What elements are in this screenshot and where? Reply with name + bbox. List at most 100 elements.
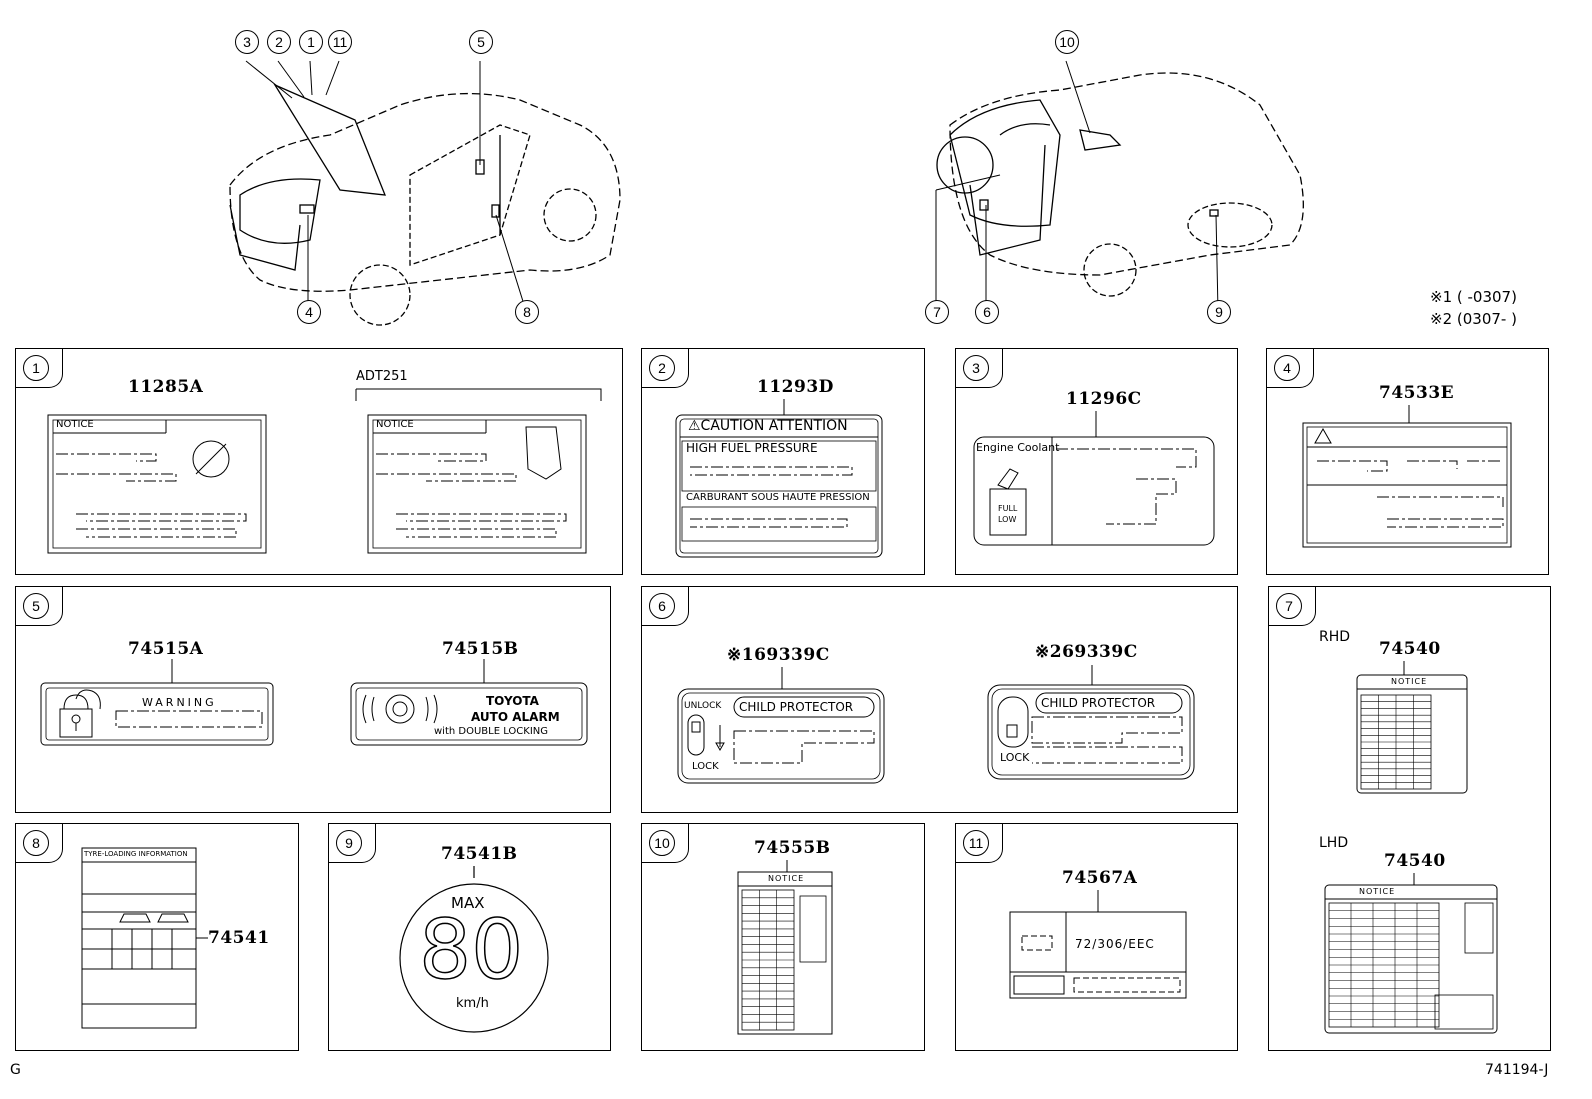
lhd-label: LHD [1319, 835, 1349, 851]
panel-index: 5 [23, 593, 49, 619]
child-protector-labels [677, 665, 1195, 784]
notice-grid-label [737, 860, 833, 1035]
eec-regulation: 72/306/EEC [1075, 937, 1155, 951]
footer-left: G [10, 1062, 21, 1078]
part-number-b: ※269339C [1035, 642, 1138, 662]
rear-car-illustration: 10 7 6 9 [910, 25, 1330, 325]
notice-grids [1324, 661, 1498, 1034]
panel-tab: 7 [1268, 586, 1316, 626]
notice-text: NOTICE [768, 874, 805, 883]
panel-tab: 6 [641, 586, 689, 626]
front-car-illustration: 3 2 1 11 5 4 8 [200, 25, 640, 326]
eec-label [1009, 890, 1187, 999]
panel-10: 10 74555B NOTICE [641, 823, 925, 1051]
speed-unit: km/h [456, 996, 489, 1011]
part-number: 11293D [757, 377, 834, 397]
panel-8: 8 74541 TYRE-LOADING INFORMATION [15, 823, 299, 1051]
callout-4: 4 [297, 300, 321, 324]
panel-6: 6 ※169339C ※269339C CHILD PROTECTOR CHIL… [641, 586, 1238, 813]
notice-heading-adt251: NOTICE [376, 419, 414, 430]
lock-text-b: LOCK [1000, 751, 1030, 764]
coolant-low: LOW [998, 515, 1017, 524]
tyre-info-title: TYRE-LOADING INFORMATION [84, 850, 188, 858]
panel-index: 2 [649, 355, 675, 381]
fuel-pressure-line: HIGH FUEL PRESSURE [686, 441, 818, 455]
panel-index: 8 [23, 830, 49, 856]
speed-value: 80 [418, 903, 524, 998]
panel-index: 10 [649, 830, 675, 856]
part-number-b: 74515B [442, 639, 519, 659]
callout-2: 2 [267, 30, 291, 54]
alarm-line2: AUTO ALARM [471, 710, 560, 724]
part-number-lhd: 74540 [1384, 851, 1446, 871]
alarm-labels [40, 659, 588, 746]
panel-tab: 5 [15, 586, 63, 626]
caution-header: ⚠CAUTION ATTENTION [688, 418, 848, 434]
callout-8: 8 [515, 300, 539, 324]
child-protector-b: CHILD PROTECTOR [1041, 696, 1156, 710]
carburant-line: CARBURANT SOUS HAUTE PRESSION [686, 492, 870, 503]
panel-tab: 8 [15, 823, 63, 863]
callout-1: 1 [299, 30, 323, 54]
speed-sticker [399, 866, 549, 1033]
coolant-label [973, 411, 1215, 546]
panel-11: 11 74567A 72/306/EEC [955, 823, 1238, 1051]
callout-10: 10 [1055, 30, 1079, 54]
notice-heading: NOTICE [56, 419, 94, 430]
panel-3: 3 11296C Engine Coolant FULL LOW [955, 348, 1238, 575]
callout-6: 6 [975, 300, 999, 324]
callout-3: 3 [235, 30, 259, 54]
part-number-a: 74515A [128, 639, 204, 659]
variant-label: ADT251 [356, 369, 408, 384]
notice-rhd: NOTICE [1391, 677, 1428, 686]
panel-index: 9 [336, 830, 362, 856]
panel-index: 4 [1274, 355, 1300, 381]
part-number: 74533E [1379, 383, 1455, 403]
panel-7: 7 RHD LHD 74540 74540 NOTICE NOTICE [1268, 586, 1551, 1051]
part-number: 74541B [441, 844, 518, 864]
notice-lhd: NOTICE [1359, 887, 1396, 896]
panel-index: 1 [23, 355, 49, 381]
tyre-info-label [81, 847, 208, 1029]
panel-tab: 2 [641, 348, 689, 388]
panel-index: 11 [963, 830, 989, 856]
panel-tab: 1 [15, 348, 63, 388]
panel-2: 2 11293D ⚠CAUTION ATTENTION HIGH FUEL PR… [641, 348, 925, 575]
part-number: 11285A [128, 377, 204, 397]
panel-tab: 4 [1266, 348, 1314, 388]
coolant-title: Engine Coolant [976, 441, 1060, 454]
notice-labels [47, 388, 602, 554]
unlock-text: UNLOCK [684, 701, 722, 711]
panel-tab: 10 [641, 823, 689, 863]
callout-11: 11 [328, 30, 352, 54]
panel-1: 1 11285A ADT251 NOTICE NOTICE [15, 348, 623, 575]
child-protector-a: CHILD PROTECTOR [739, 700, 854, 714]
part-number-rhd: 74540 [1379, 639, 1441, 659]
warning-label [1302, 405, 1512, 548]
alarm-line3: with DOUBLE LOCKING [434, 726, 549, 737]
callout-5: 5 [469, 30, 493, 54]
lock-text-a: LOCK [692, 761, 719, 772]
caution-label [675, 399, 883, 558]
panel-9: 9 74541B MAX 80 km/h [328, 823, 611, 1051]
callout-9: 9 [1207, 300, 1231, 324]
footer-right: 741194-J [1485, 1062, 1549, 1078]
coolant-full: FULL [998, 504, 1018, 513]
panel-tab: 9 [328, 823, 376, 863]
panel-index: 7 [1276, 593, 1302, 619]
panel-tab: 11 [955, 823, 1003, 863]
panel-index: 3 [963, 355, 989, 381]
max-text: MAX [451, 894, 485, 912]
rhd-label: RHD [1319, 629, 1351, 645]
warning-text: WARNING [142, 696, 217, 709]
part-number: 11296C [1066, 389, 1142, 409]
note-1: ※1 ( -0307) [1430, 288, 1517, 306]
panel-5: 5 74515A 74515B WARNING TOYOTA AUTO ALAR… [15, 586, 611, 813]
panel-4: 4 74533E [1266, 348, 1549, 575]
callout-7: 7 [925, 300, 949, 324]
part-number: 74555B [754, 838, 831, 858]
note-2: ※2 (0307- ) [1430, 310, 1517, 328]
part-number-a: ※169339C [727, 645, 830, 665]
part-number: 74541 [208, 928, 270, 948]
panel-tab: 3 [955, 348, 1003, 388]
